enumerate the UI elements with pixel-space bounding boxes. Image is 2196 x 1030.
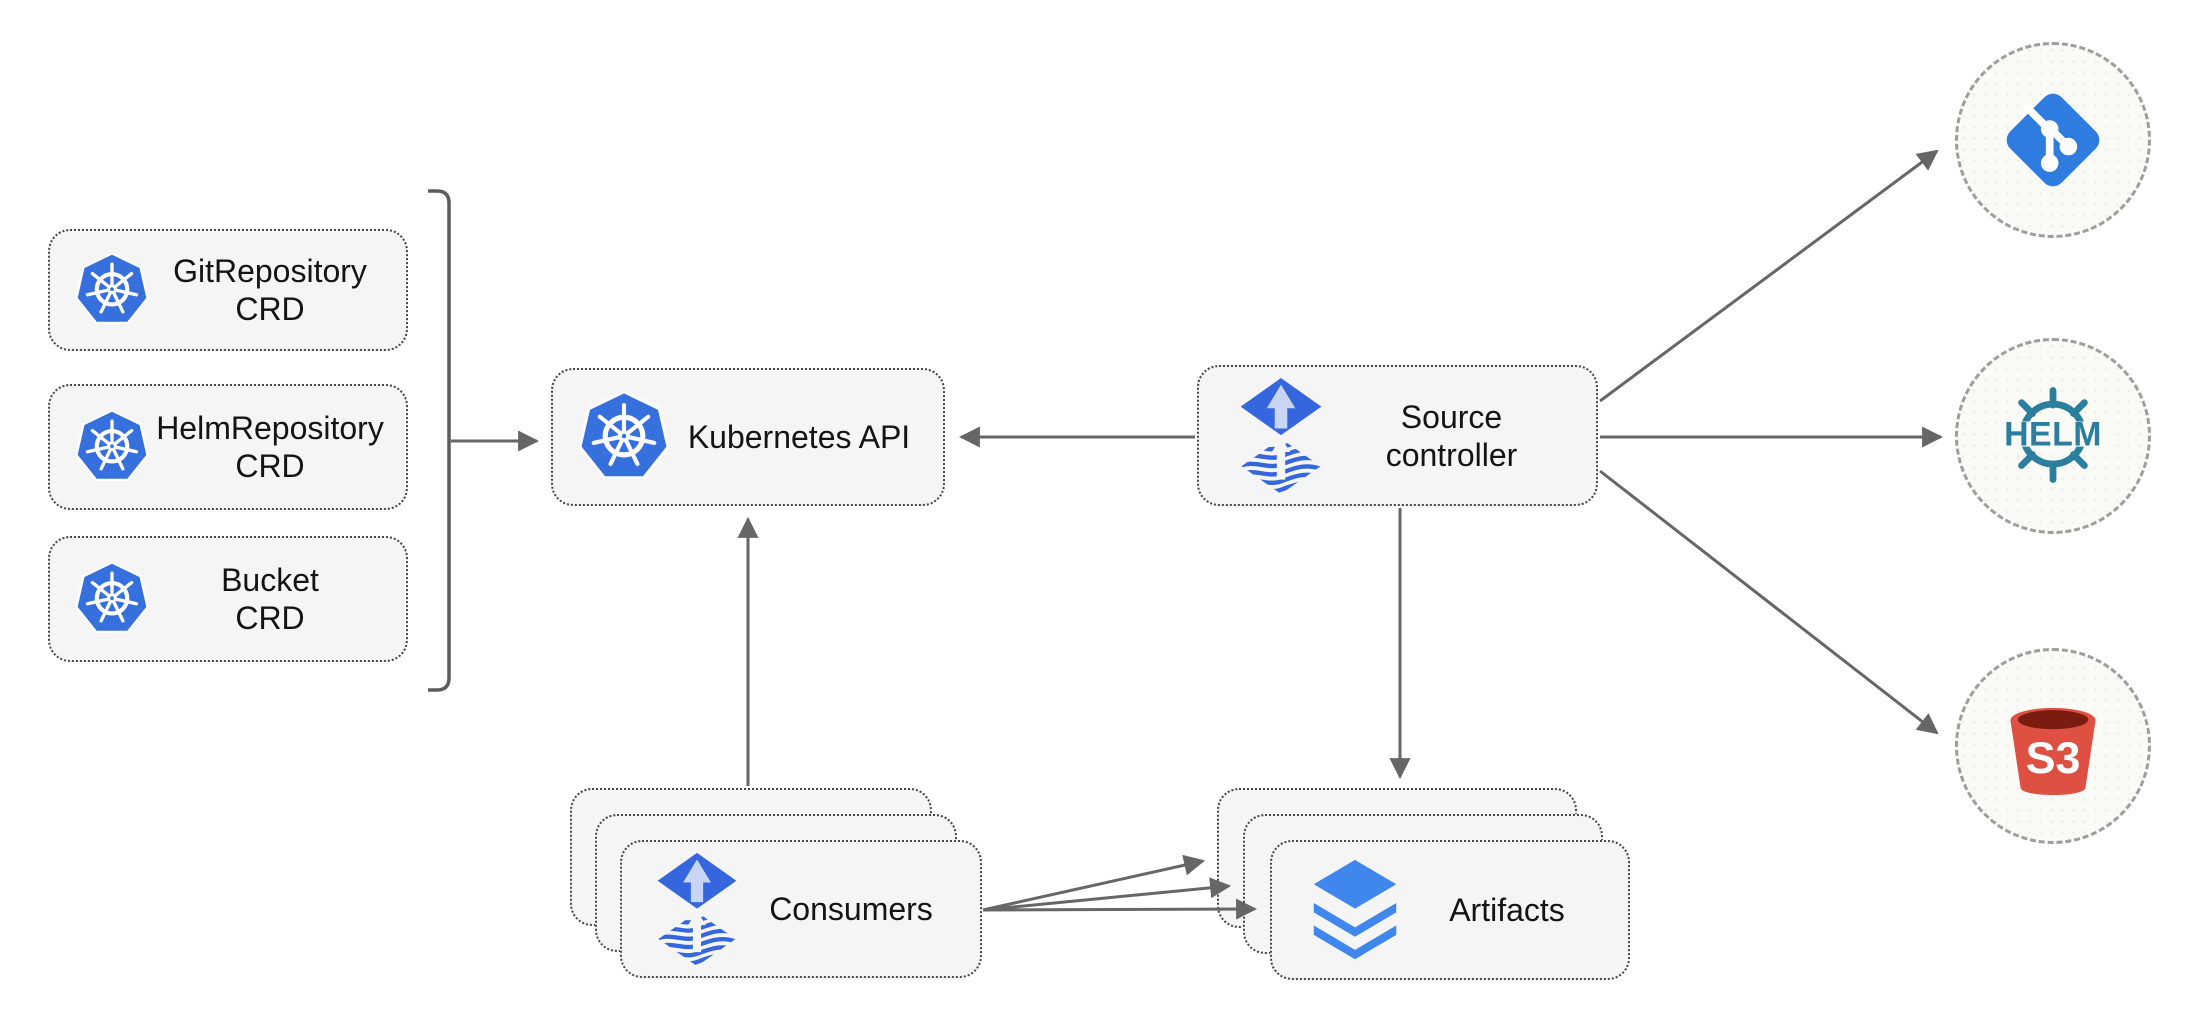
node-consumers: Consumers [620,840,982,978]
kubernetes-icon [74,252,150,328]
helm-wordmark: HELM [2004,416,2102,454]
node-source-controller: Source controller [1197,365,1598,506]
node-label: Bucket CRD [150,561,390,637]
node-gitrepository-crd: GitRepository CRD [48,229,408,351]
node-label-line2: controller [1385,436,1518,473]
node-s3-source: S3 [1955,648,2151,844]
helm-icon: HELM [1996,387,2110,483]
kubernetes-icon [74,409,150,485]
node-label: Consumers [769,891,933,927]
node-kubernetes-api: Kubernetes API [551,368,945,506]
node-label-line2: CRD [235,291,305,327]
flux-icon [1239,377,1323,495]
edge-consumers-to-artifacts-1 [982,854,1206,912]
s3-wordmark: S3 [2026,733,2081,783]
node-label: Source controller [1323,398,1580,474]
s3-bucket-icon: S3 [2010,707,2096,795]
edge-source-controller-to-s3 [1599,469,1939,735]
node-helm-source: HELM [1955,338,2151,534]
node-label: Artifacts [1449,892,1565,928]
node-label-line2: CRD [235,600,305,636]
kubernetes-icon [74,561,150,637]
edge-source-controller-to-git [1599,149,1939,403]
node-helmrepository-crd: HelmRepository CRD [48,384,408,510]
node-label-line1: HelmRepository [156,410,384,446]
node-label-line1: Bucket [221,562,319,598]
edge-consumers-to-artifacts-3 [982,898,1258,920]
node-label: GitRepository CRD [150,252,390,328]
layers-icon [1308,858,1402,963]
crd-group-bracket [428,189,451,692]
node-artifacts: Artifacts [1270,840,1630,980]
node-label-line2: CRD [235,448,305,484]
node-label-line1: Source [1400,398,1503,435]
node-bucket-crd: Bucket CRD [48,536,408,662]
node-label: Kubernetes API [687,419,911,455]
node-label-line1: GitRepository [173,253,367,289]
node-label: HelmRepository CRD [150,409,390,485]
node-git-source [1955,42,2151,238]
edge-consumers-to-artifacts-2 [982,877,1232,912]
kubernetes-icon [577,390,671,484]
flux-icon [656,852,738,967]
git-icon [1998,85,2108,195]
